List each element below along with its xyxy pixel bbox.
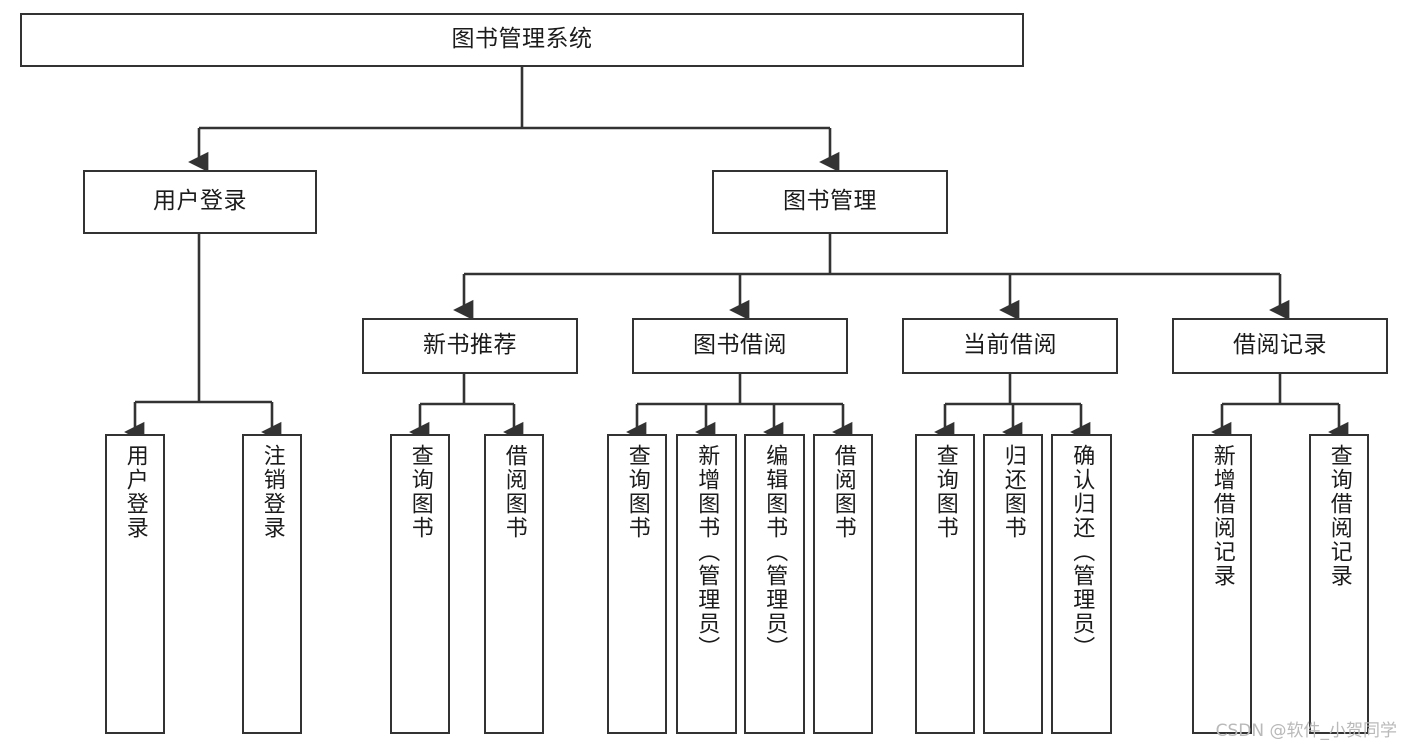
node-leaf-borrow-book-2-label: 借阅图书 (830, 444, 856, 540)
node-book-management[interactable]: 图书管理 (712, 170, 948, 234)
node-leaf-query-record-label: 查询借阅记录 (1326, 444, 1352, 588)
node-leaf-query-book-3[interactable]: 查询图书 (915, 434, 975, 734)
node-leaf-edit-book-label: 编辑图书（管理员） (762, 444, 788, 660)
node-leaf-query-book-2-label: 查询图书 (624, 444, 650, 540)
csdn-watermark: CSDN @软件_小贺同学 (1215, 721, 1397, 741)
node-new-book-recommend[interactable]: 新书推荐 (362, 318, 578, 374)
edge-group-book-borrow (626, 374, 853, 443)
node-leaf-return-book[interactable]: 归还图书 (983, 434, 1043, 734)
node-leaf-logout-login-label: 注销登录 (259, 444, 285, 540)
node-leaf-add-record-label: 新增借阅记录 (1209, 444, 1235, 588)
node-root-system-label: 图书管理系统 (451, 26, 593, 53)
node-user-login-label: 用户登录 (153, 188, 247, 215)
node-leaf-confirm-return-label: 确认归还（管理员） (1069, 444, 1095, 660)
node-leaf-add-record[interactable]: 新增借阅记录 (1192, 434, 1252, 734)
node-root-system[interactable]: 图书管理系统 (20, 13, 1024, 67)
node-leaf-return-book-label: 归还图书 (1000, 444, 1026, 540)
node-leaf-add-book[interactable]: 新增图书（管理员） (676, 434, 737, 734)
edge-group-book-management (453, 234, 1290, 321)
node-leaf-query-book-1[interactable]: 查询图书 (390, 434, 450, 734)
node-current-borrow-label: 当前借阅 (963, 332, 1057, 359)
node-leaf-query-book-1-label: 查询图书 (407, 444, 433, 540)
node-leaf-borrow-book-1-label: 借阅图书 (501, 444, 527, 540)
edge-group-borrow-record (1211, 374, 1349, 443)
edge-group-current-borrow (934, 374, 1091, 443)
node-leaf-add-book-label: 新增图书（管理员） (694, 444, 720, 660)
edge-group-new-book-recommend (409, 374, 524, 443)
node-book-management-label: 图书管理 (783, 188, 877, 215)
edge-group-user-login (124, 234, 282, 443)
node-leaf-query-record[interactable]: 查询借阅记录 (1309, 434, 1369, 734)
node-new-book-recommend-label: 新书推荐 (423, 332, 517, 359)
node-leaf-query-book-2[interactable]: 查询图书 (607, 434, 667, 734)
node-borrow-record[interactable]: 借阅记录 (1172, 318, 1388, 374)
node-current-borrow[interactable]: 当前借阅 (902, 318, 1118, 374)
node-leaf-borrow-book-1[interactable]: 借阅图书 (484, 434, 544, 734)
node-leaf-confirm-return[interactable]: 确认归还（管理员） (1051, 434, 1112, 734)
node-leaf-logout-login[interactable]: 注销登录 (242, 434, 302, 734)
node-leaf-query-book-3-label: 查询图书 (932, 444, 958, 540)
node-borrow-record-label: 借阅记录 (1233, 332, 1327, 359)
node-leaf-user-login-label: 用户登录 (122, 444, 148, 540)
node-leaf-edit-book[interactable]: 编辑图书（管理员） (744, 434, 805, 734)
node-user-login[interactable]: 用户登录 (83, 170, 317, 234)
node-leaf-user-login[interactable]: 用户登录 (105, 434, 165, 734)
node-leaf-borrow-book-2[interactable]: 借阅图书 (813, 434, 873, 734)
node-book-borrow-label: 图书借阅 (693, 332, 787, 359)
node-book-borrow[interactable]: 图书借阅 (632, 318, 848, 374)
edge-group-root (188, 67, 840, 173)
